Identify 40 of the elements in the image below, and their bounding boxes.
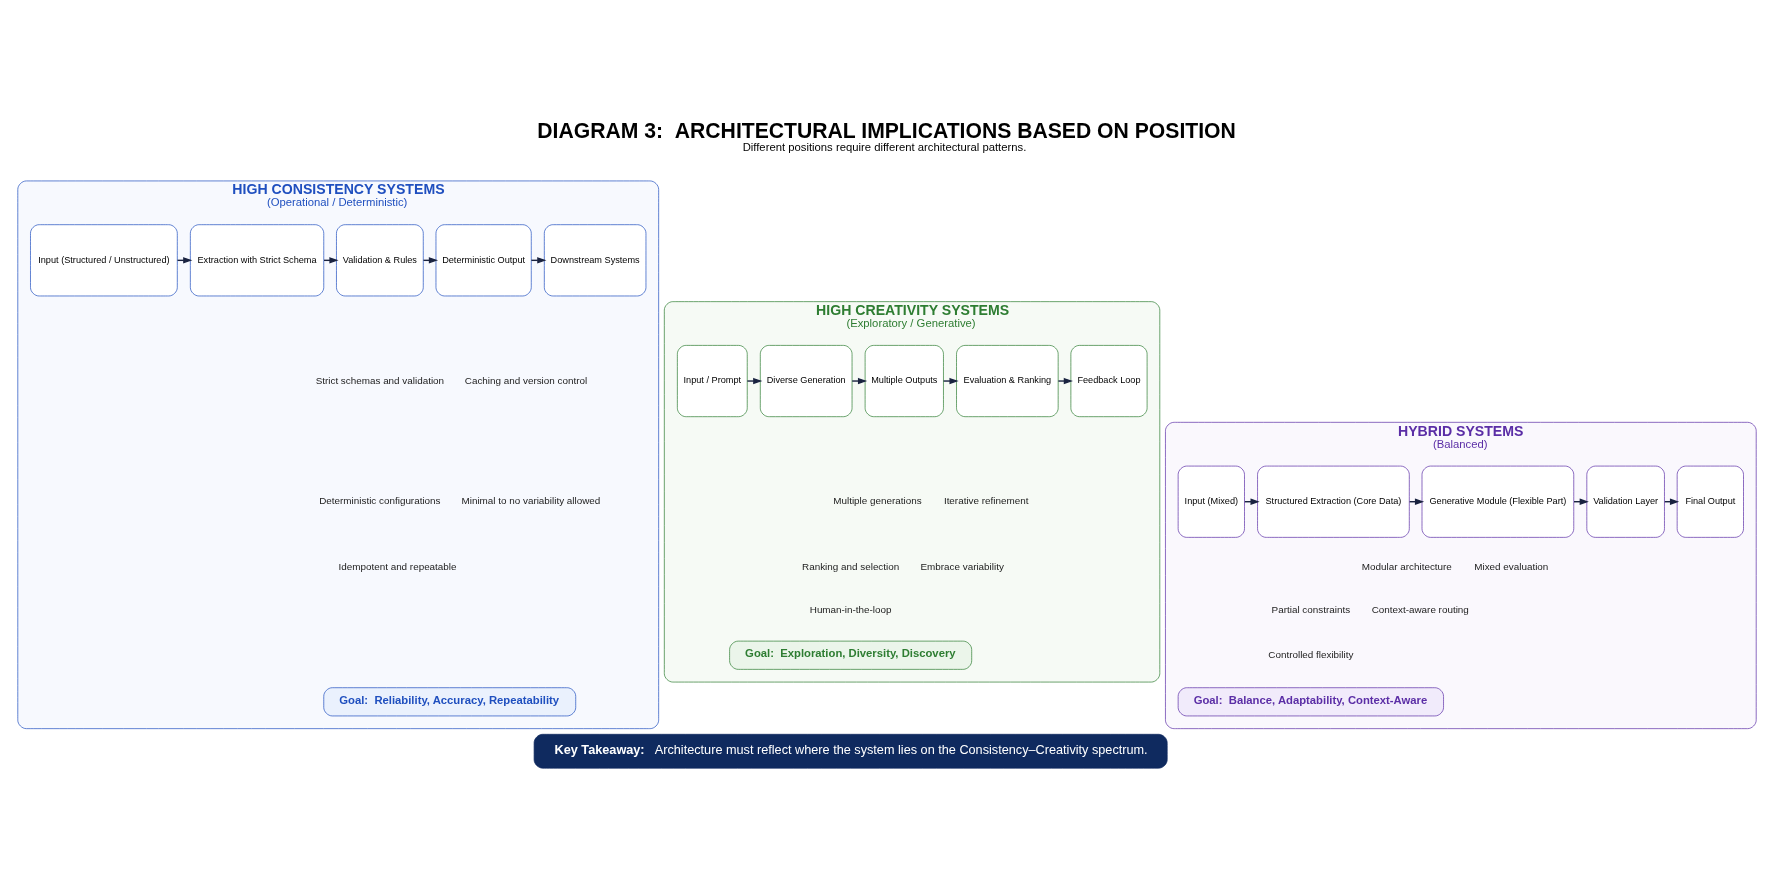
label: Iterative refinement — [943, 495, 1029, 507]
label: Ranking and selection — [802, 561, 900, 573]
node-box: Structured Extraction (Core Data) — [1257, 465, 1410, 538]
node-box: Multiple Outputs — [864, 345, 944, 418]
node-box: Deterministic Output — [435, 224, 532, 297]
node-box: Final Output — [1676, 465, 1744, 538]
label: Human-in-the-loop — [809, 604, 892, 616]
arrow — [851, 377, 868, 385]
label: Mixed evaluation — [1474, 561, 1549, 573]
node-box: Generative Module (Flexible Part) — [1421, 465, 1575, 538]
caption: Different positions require different architectural patterns. — [742, 141, 1027, 154]
label: Modular architecture — [1361, 561, 1452, 573]
label: Strict schemas and validation — [315, 374, 445, 386]
label: Partial constraints — [1271, 604, 1351, 616]
arrow — [746, 377, 763, 385]
node-box: Key Takeaway: Architecture must reflect where the system lies on the Consistency–Creativity spectrum. — [533, 733, 1168, 769]
node-box: Input (Structured / Unstructured) — [30, 224, 178, 297]
node-box: Goal: Balance, Adaptability, Context-Aware — [1177, 687, 1444, 717]
node-box: Feedback Loop — [1070, 345, 1148, 418]
label: Embrace variability — [920, 561, 1004, 573]
node-box: Goal: Reliability, Accuracy, Repeatability — [323, 687, 577, 717]
label: Controlled flexibility — [1268, 648, 1354, 660]
label: Minimal to no variability allowed — [461, 495, 601, 507]
arrow — [942, 377, 959, 385]
node-box: Validation & Rules — [336, 224, 424, 297]
node-box: Downstream Systems — [543, 224, 647, 297]
diagram-title: DIAGRAM 3: ARCHITECTURAL IMPLICATIONS BASED ON POSITION — [537, 118, 1236, 142]
arrow — [1057, 377, 1073, 385]
node-box: Goal: Exploration, Diversity, Discovery — [729, 640, 973, 670]
node-box: Diverse Generation — [759, 345, 853, 418]
label: Context-aware routing — [1371, 604, 1469, 616]
node-box: Input (Mixed) — [1177, 465, 1245, 538]
node-box: Input / Prompt — [677, 345, 748, 418]
node-box: Extraction with Strict Schema — [190, 224, 325, 297]
label: Idempotent and repeatable — [338, 561, 457, 573]
label: Multiple generations — [833, 495, 922, 507]
label: Deterministic configurations — [319, 495, 441, 507]
node-box: Evaluation & Ranking — [956, 345, 1059, 418]
node-box: Validation Layer — [1586, 465, 1665, 538]
label: Caching and version control — [464, 374, 588, 386]
